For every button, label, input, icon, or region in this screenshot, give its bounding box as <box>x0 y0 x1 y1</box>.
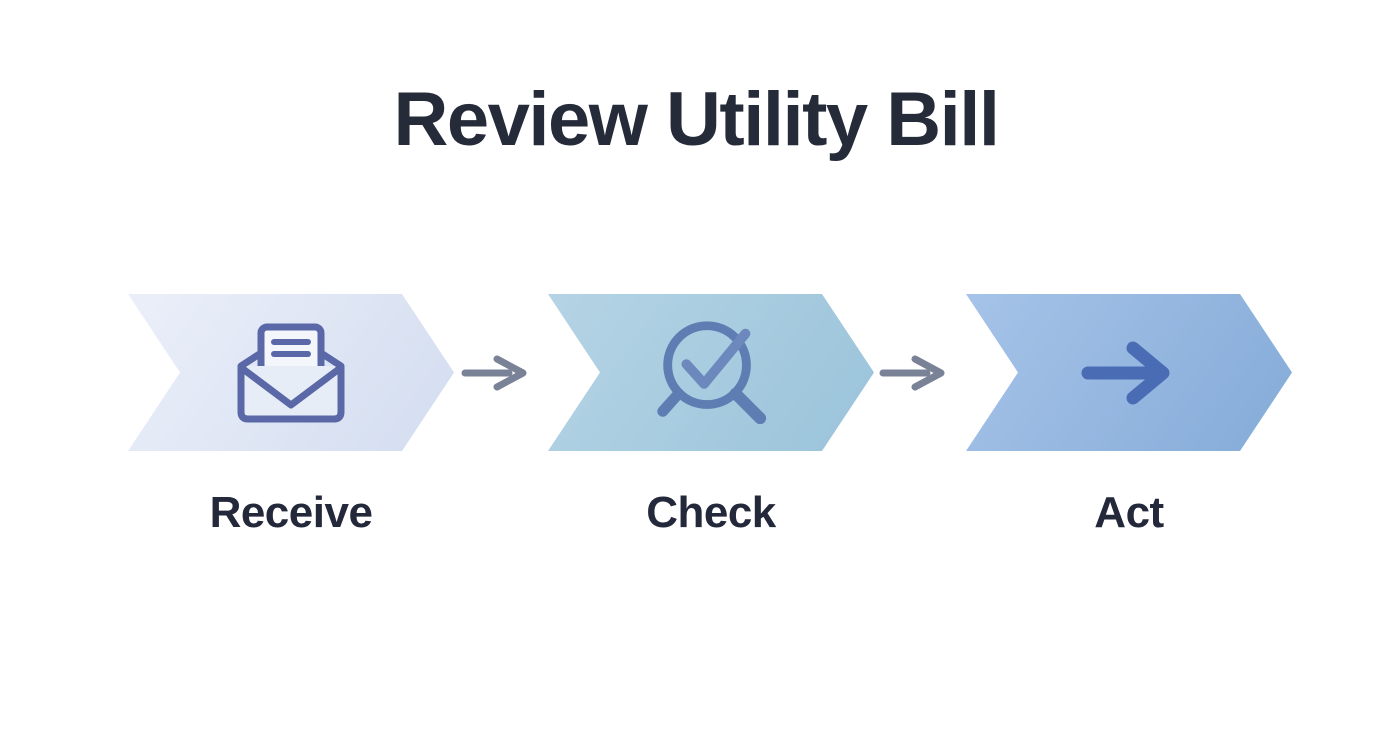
checkmark-stroke <box>686 333 745 383</box>
step-label-act: Act <box>1094 488 1164 537</box>
flow-step-act: Act <box>966 294 1292 537</box>
flow-step-check: Check <box>548 294 874 537</box>
page-title: Review Utility Bill <box>393 77 1001 162</box>
magnifier-check-icon <box>648 310 774 436</box>
chevron-shape <box>966 294 1292 451</box>
step-label-receive: Receive <box>209 488 373 537</box>
connector-arrow-icon <box>879 355 945 391</box>
chevron-shape <box>548 294 874 451</box>
arrow-right-icon <box>1081 337 1177 409</box>
step-label-check: Check <box>646 488 776 537</box>
flow-step-receive: Receive <box>128 294 454 537</box>
chevron-shape <box>128 294 454 451</box>
connector-arrow-icon <box>461 355 527 391</box>
open-envelope-icon <box>230 322 352 424</box>
